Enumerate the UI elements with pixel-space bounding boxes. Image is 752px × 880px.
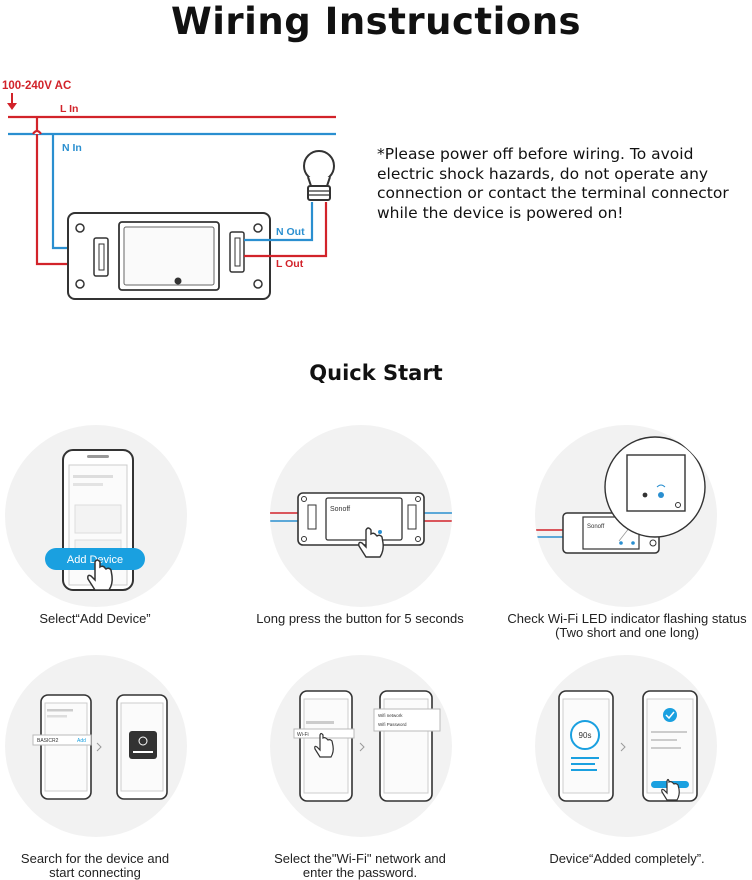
add-device-label: Add Device <box>67 554 123 566</box>
page-title: Wiring Instructions <box>170 0 582 43</box>
step-5-caption: Select the"Wi-Fi" network and enter the … <box>274 851 446 880</box>
n-out-label: N Out <box>276 226 305 238</box>
svg-text:BASICR2: BASICR2 <box>37 738 59 744</box>
step-4-illustration: BASICR2 Add <box>5 655 187 837</box>
timer-label: 90s <box>579 731 592 740</box>
step-2-illustration: Sonoff <box>270 425 452 607</box>
quick-start-title: Quick Start <box>309 361 443 385</box>
step-3-caption: Check Wi-Fi LED indicator flashing statu… <box>507 611 747 640</box>
svg-text:Wi-Fi: Wi-Fi <box>297 732 309 738</box>
step-2-caption: Long press the button for 5 seconds <box>256 611 464 626</box>
step-6-caption: Device“Added completely”. <box>549 851 705 866</box>
wiring-diagram: 100-240V AC L In N In N Out L Out <box>2 80 336 300</box>
light-bulb-icon <box>303 150 335 201</box>
step-4-caption: Search for the device and start connecti… <box>20 851 170 880</box>
wifi-icon <box>656 484 666 488</box>
svg-text:Sonoff: Sonoff <box>587 524 605 530</box>
tap-hand-icon <box>87 559 113 591</box>
l-in-label: L In <box>60 103 78 115</box>
svg-text:Wifi Password: Wifi Password <box>378 722 407 727</box>
safety-warning: *Please power off before wiring. To avoi… <box>377 145 729 222</box>
svg-text:Wifi network: Wifi network <box>378 713 403 718</box>
step-5-illustration: Wi-Fi Wifi network Wifi Password <box>270 655 452 837</box>
svg-text:Add: Add <box>77 738 86 744</box>
l-out-label: L Out <box>276 258 304 270</box>
step-1-caption: Select“Add Device” <box>39 611 151 626</box>
voltage-label: 100-240V AC <box>2 80 71 92</box>
live-out-wire <box>244 202 328 258</box>
step-3-illustration: Sonoff <box>535 425 717 607</box>
voltage-arrowhead-icon <box>7 103 17 110</box>
step-6-illustration: 90s <box>535 655 717 837</box>
check-icon <box>665 711 675 720</box>
n-in-label: N In <box>62 142 82 154</box>
neutral-out-wire <box>244 202 314 242</box>
add-device-button[interactable]: Add Device <box>45 548 147 594</box>
press-hand-icon <box>358 527 384 558</box>
svg-text:Sonoff: Sonoff <box>330 506 350 513</box>
smart-switch-device <box>67 212 271 300</box>
